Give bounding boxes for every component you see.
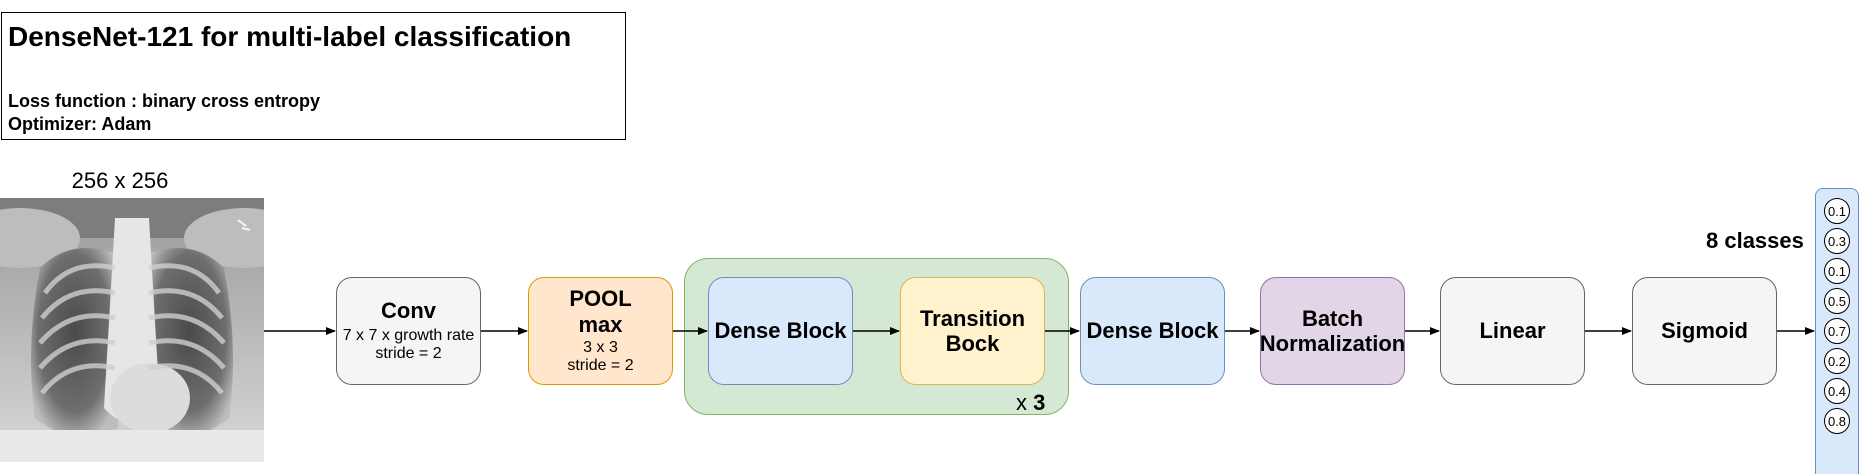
- linear-title: Linear: [1479, 318, 1546, 344]
- dense-block-2-title: Dense Block: [1086, 318, 1219, 344]
- sigmoid-title: Sigmoid: [1661, 318, 1748, 344]
- repeat-prefix: x: [1016, 390, 1034, 415]
- loss-function-text: Loss function : binary cross entropy: [8, 91, 321, 111]
- pool-title: POOL: [569, 286, 632, 312]
- output-node: 0.3: [1824, 228, 1850, 254]
- dense-block-1: Dense Block: [708, 277, 853, 385]
- transition-block: Transition Bock: [900, 277, 1045, 385]
- linear-block: Linear: [1440, 277, 1585, 385]
- repeat-count: 3: [1033, 390, 1046, 415]
- output-node: 0.2: [1824, 348, 1850, 374]
- pool-type: max: [578, 311, 623, 337]
- transition-title-2: Bock: [945, 331, 1000, 356]
- output-node: 0.1: [1824, 198, 1850, 224]
- conv-stride: stride = 2: [375, 345, 442, 363]
- pool-kernel: 3 x 3: [583, 338, 618, 356]
- output-node: 0.7: [1824, 318, 1850, 344]
- batchnorm-block: Batch Normalization: [1260, 277, 1405, 385]
- diagram-title: DenseNet-121 for multi-label classificat…: [8, 21, 572, 52]
- sigmoid-block: Sigmoid: [1632, 277, 1777, 385]
- batchnorm-title-1: Batch: [1301, 305, 1364, 331]
- output-node: 0.8: [1824, 408, 1850, 434]
- title-box: DenseNet-121 for multi-label classificat…: [1, 12, 626, 140]
- conv-block: Conv 7 x 7 x growth rate stride = 2: [336, 277, 481, 385]
- output-node: 0.4: [1824, 378, 1850, 404]
- pool-block: POOL max 3 x 3 stride = 2: [528, 277, 673, 385]
- dense-block-1-title: Dense Block: [714, 318, 847, 344]
- repeat-count-label: x 3: [1016, 390, 1045, 416]
- pool-stride: stride = 2: [567, 357, 634, 375]
- input-size-label: 256 x 256: [71, 168, 169, 193]
- dense-block-2: Dense Block: [1080, 277, 1225, 385]
- optimizer-text: Optimizer: Adam: [8, 114, 152, 134]
- output-node: 0.5: [1824, 288, 1850, 314]
- conv-kernel: 7 x 7 x growth rate: [342, 326, 475, 344]
- chest-xray-image: [0, 198, 264, 462]
- batchnorm-title-2: Normalization: [1259, 331, 1406, 356]
- output-node: 0.1: [1824, 258, 1850, 284]
- output-classes-label: 8 classes: [1706, 228, 1804, 253]
- conv-title: Conv: [381, 298, 436, 324]
- transition-title-1: Transition: [919, 305, 1026, 331]
